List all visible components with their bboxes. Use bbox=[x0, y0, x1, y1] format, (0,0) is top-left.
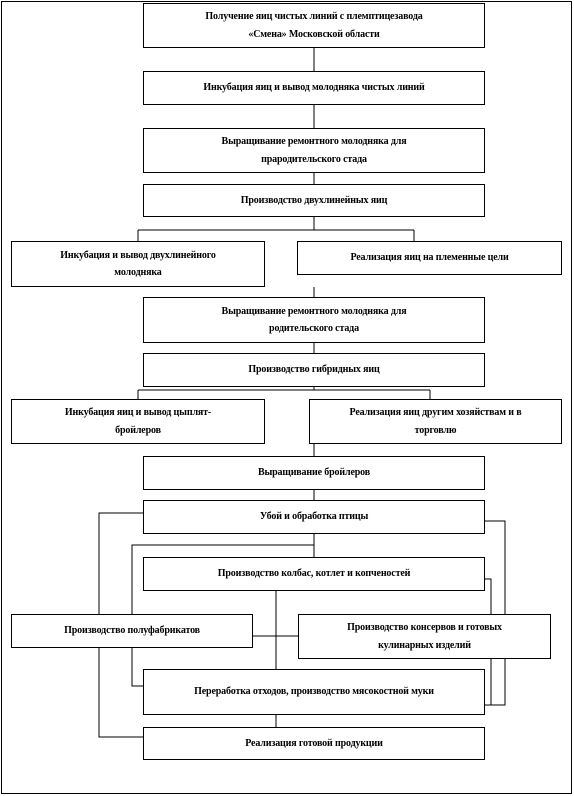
step-label: Производство полуфабрикатов bbox=[64, 625, 200, 637]
step-box: Инкубация яиц и вывод цыплят- бройлеров bbox=[11, 399, 265, 444]
connector-13-right bbox=[484, 578, 492, 705]
step-label: Инкубация яиц и вывод цыплят- бройлеров bbox=[64, 407, 212, 436]
step-label: Выращивание бройлеров bbox=[257, 467, 371, 479]
step-label: Убой и обработка птицы bbox=[259, 511, 369, 523]
step-label: Выращивание ремонтного молодняка для пра… bbox=[221, 136, 407, 165]
step-label: Производство колбас, котлет и копченосте… bbox=[217, 568, 411, 580]
step-label: Реализация яиц на племенные цели bbox=[350, 252, 509, 264]
step-box: Реализация яиц на племенные цели bbox=[297, 241, 562, 275]
step-box: Реализация готовой продукции bbox=[143, 727, 485, 760]
step-box: Производство полуфабрикатов bbox=[11, 614, 253, 648]
step-label: Выращивание ремонтного молодняка для род… bbox=[221, 305, 407, 335]
step-box: Выращивание бройлеров bbox=[143, 456, 485, 490]
step-box: Реализация яиц другим хозяйствам и в тор… bbox=[309, 399, 562, 444]
step-label: Производство консервов и готовых кулинар… bbox=[347, 622, 502, 651]
step-box: Производство колбас, котлет и копченосте… bbox=[143, 557, 485, 591]
step-box: Инкубация яиц и вывод молодняка чистых л… bbox=[143, 71, 485, 105]
step-label: Реализация готовой продукции bbox=[245, 737, 383, 749]
step-box: Производство двухлинейных яиц bbox=[143, 184, 485, 217]
step-label: Инкубация яиц и вывод молодняка чистых л… bbox=[203, 82, 425, 94]
step-label: Переработка отходов, производство мясоко… bbox=[194, 686, 434, 698]
step-box: Переработка отходов, производство мясоко… bbox=[143, 669, 485, 715]
step-label: Реализация яиц другим хозяйствам и в тор… bbox=[349, 407, 522, 436]
step-box: Убой и обработка птицы bbox=[143, 500, 485, 534]
step-label: Получение яиц чистых линий с племптицеза… bbox=[205, 11, 423, 40]
step-label: Производство гибридных яиц bbox=[248, 364, 380, 376]
step-box: Инкубация и вывод двухлинейного молодняк… bbox=[11, 241, 265, 287]
step-box: Выращивание ремонтного молодняка для род… bbox=[143, 297, 485, 343]
step-box: Производство консервов и готовых кулинар… bbox=[298, 614, 551, 659]
step-box: Производство гибридных яиц bbox=[143, 353, 485, 387]
step-box: Получение яиц чистых линий с племптицеза… bbox=[143, 3, 485, 48]
step-label: Производство двухлинейных яиц bbox=[240, 194, 388, 206]
step-label: Инкубация и вывод двухлинейного молодняк… bbox=[60, 249, 216, 279]
connector-12-right-loop bbox=[484, 520, 506, 706]
step-box: Выращивание ремонтного молодняка для пра… bbox=[143, 128, 485, 173]
